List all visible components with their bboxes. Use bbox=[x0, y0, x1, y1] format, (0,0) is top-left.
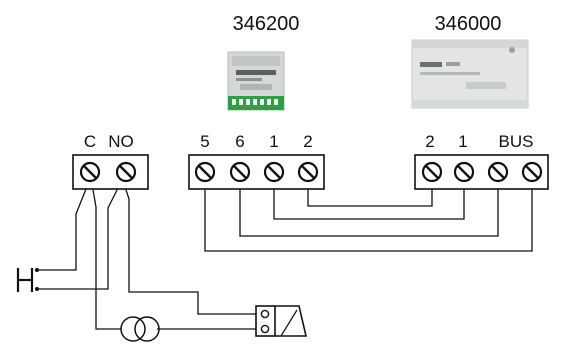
module-b-terminal-labels: 2 1 BUS bbox=[425, 132, 533, 151]
terminal-label-1b: 1 bbox=[458, 132, 467, 151]
screw-c bbox=[79, 161, 101, 183]
module-a-model-label: 346200 bbox=[233, 13, 300, 35]
screw-bus-1 bbox=[487, 161, 509, 183]
terminal-label-1: 1 bbox=[269, 132, 278, 151]
wire-no-to-pushbutton bbox=[38, 183, 121, 290]
screw-1 bbox=[263, 161, 285, 183]
terminal-label-2b: 2 bbox=[425, 132, 434, 151]
module-b-terminal-block bbox=[414, 154, 549, 190]
module-b-model-label: 346000 bbox=[435, 13, 502, 35]
module-a-image bbox=[227, 51, 285, 111]
wire-1-to-1 bbox=[273, 182, 465, 220]
screw-2b bbox=[421, 161, 443, 183]
module-a-terminal-labels: 5 6 1 2 bbox=[200, 132, 312, 151]
door-lock-icon bbox=[255, 305, 308, 337]
wires bbox=[38, 182, 533, 330]
module-a-terminal-block bbox=[188, 154, 325, 190]
wire-no-to-lock bbox=[123, 183, 260, 315]
pushbutton-icon bbox=[16, 268, 39, 292]
screw-5 bbox=[194, 161, 216, 183]
terminal-label-6: 6 bbox=[235, 132, 244, 151]
terminal-label-c: C bbox=[84, 132, 96, 151]
screw-bus-2 bbox=[521, 161, 543, 183]
screw-2 bbox=[297, 161, 319, 183]
screw-6 bbox=[229, 161, 251, 183]
module-b-image bbox=[411, 39, 529, 109]
screw-1b bbox=[453, 161, 475, 183]
contact-terminal-labels: C NO bbox=[84, 132, 134, 151]
transformer-icon bbox=[120, 316, 160, 342]
terminal-label-2: 2 bbox=[303, 132, 312, 151]
wire-c-to-transformer bbox=[91, 183, 122, 330]
wire-5-to-bus bbox=[204, 182, 533, 252]
screw-no bbox=[115, 161, 137, 183]
terminal-label-no: NO bbox=[108, 132, 134, 151]
wire-6-to-bus bbox=[239, 182, 499, 237]
contact-terminal-block bbox=[72, 154, 149, 190]
terminal-label-bus: BUS bbox=[499, 132, 534, 151]
wire-c-to-pushbutton bbox=[38, 183, 89, 271]
terminal-label-5: 5 bbox=[200, 132, 209, 151]
wire-2-to-2 bbox=[307, 182, 433, 207]
